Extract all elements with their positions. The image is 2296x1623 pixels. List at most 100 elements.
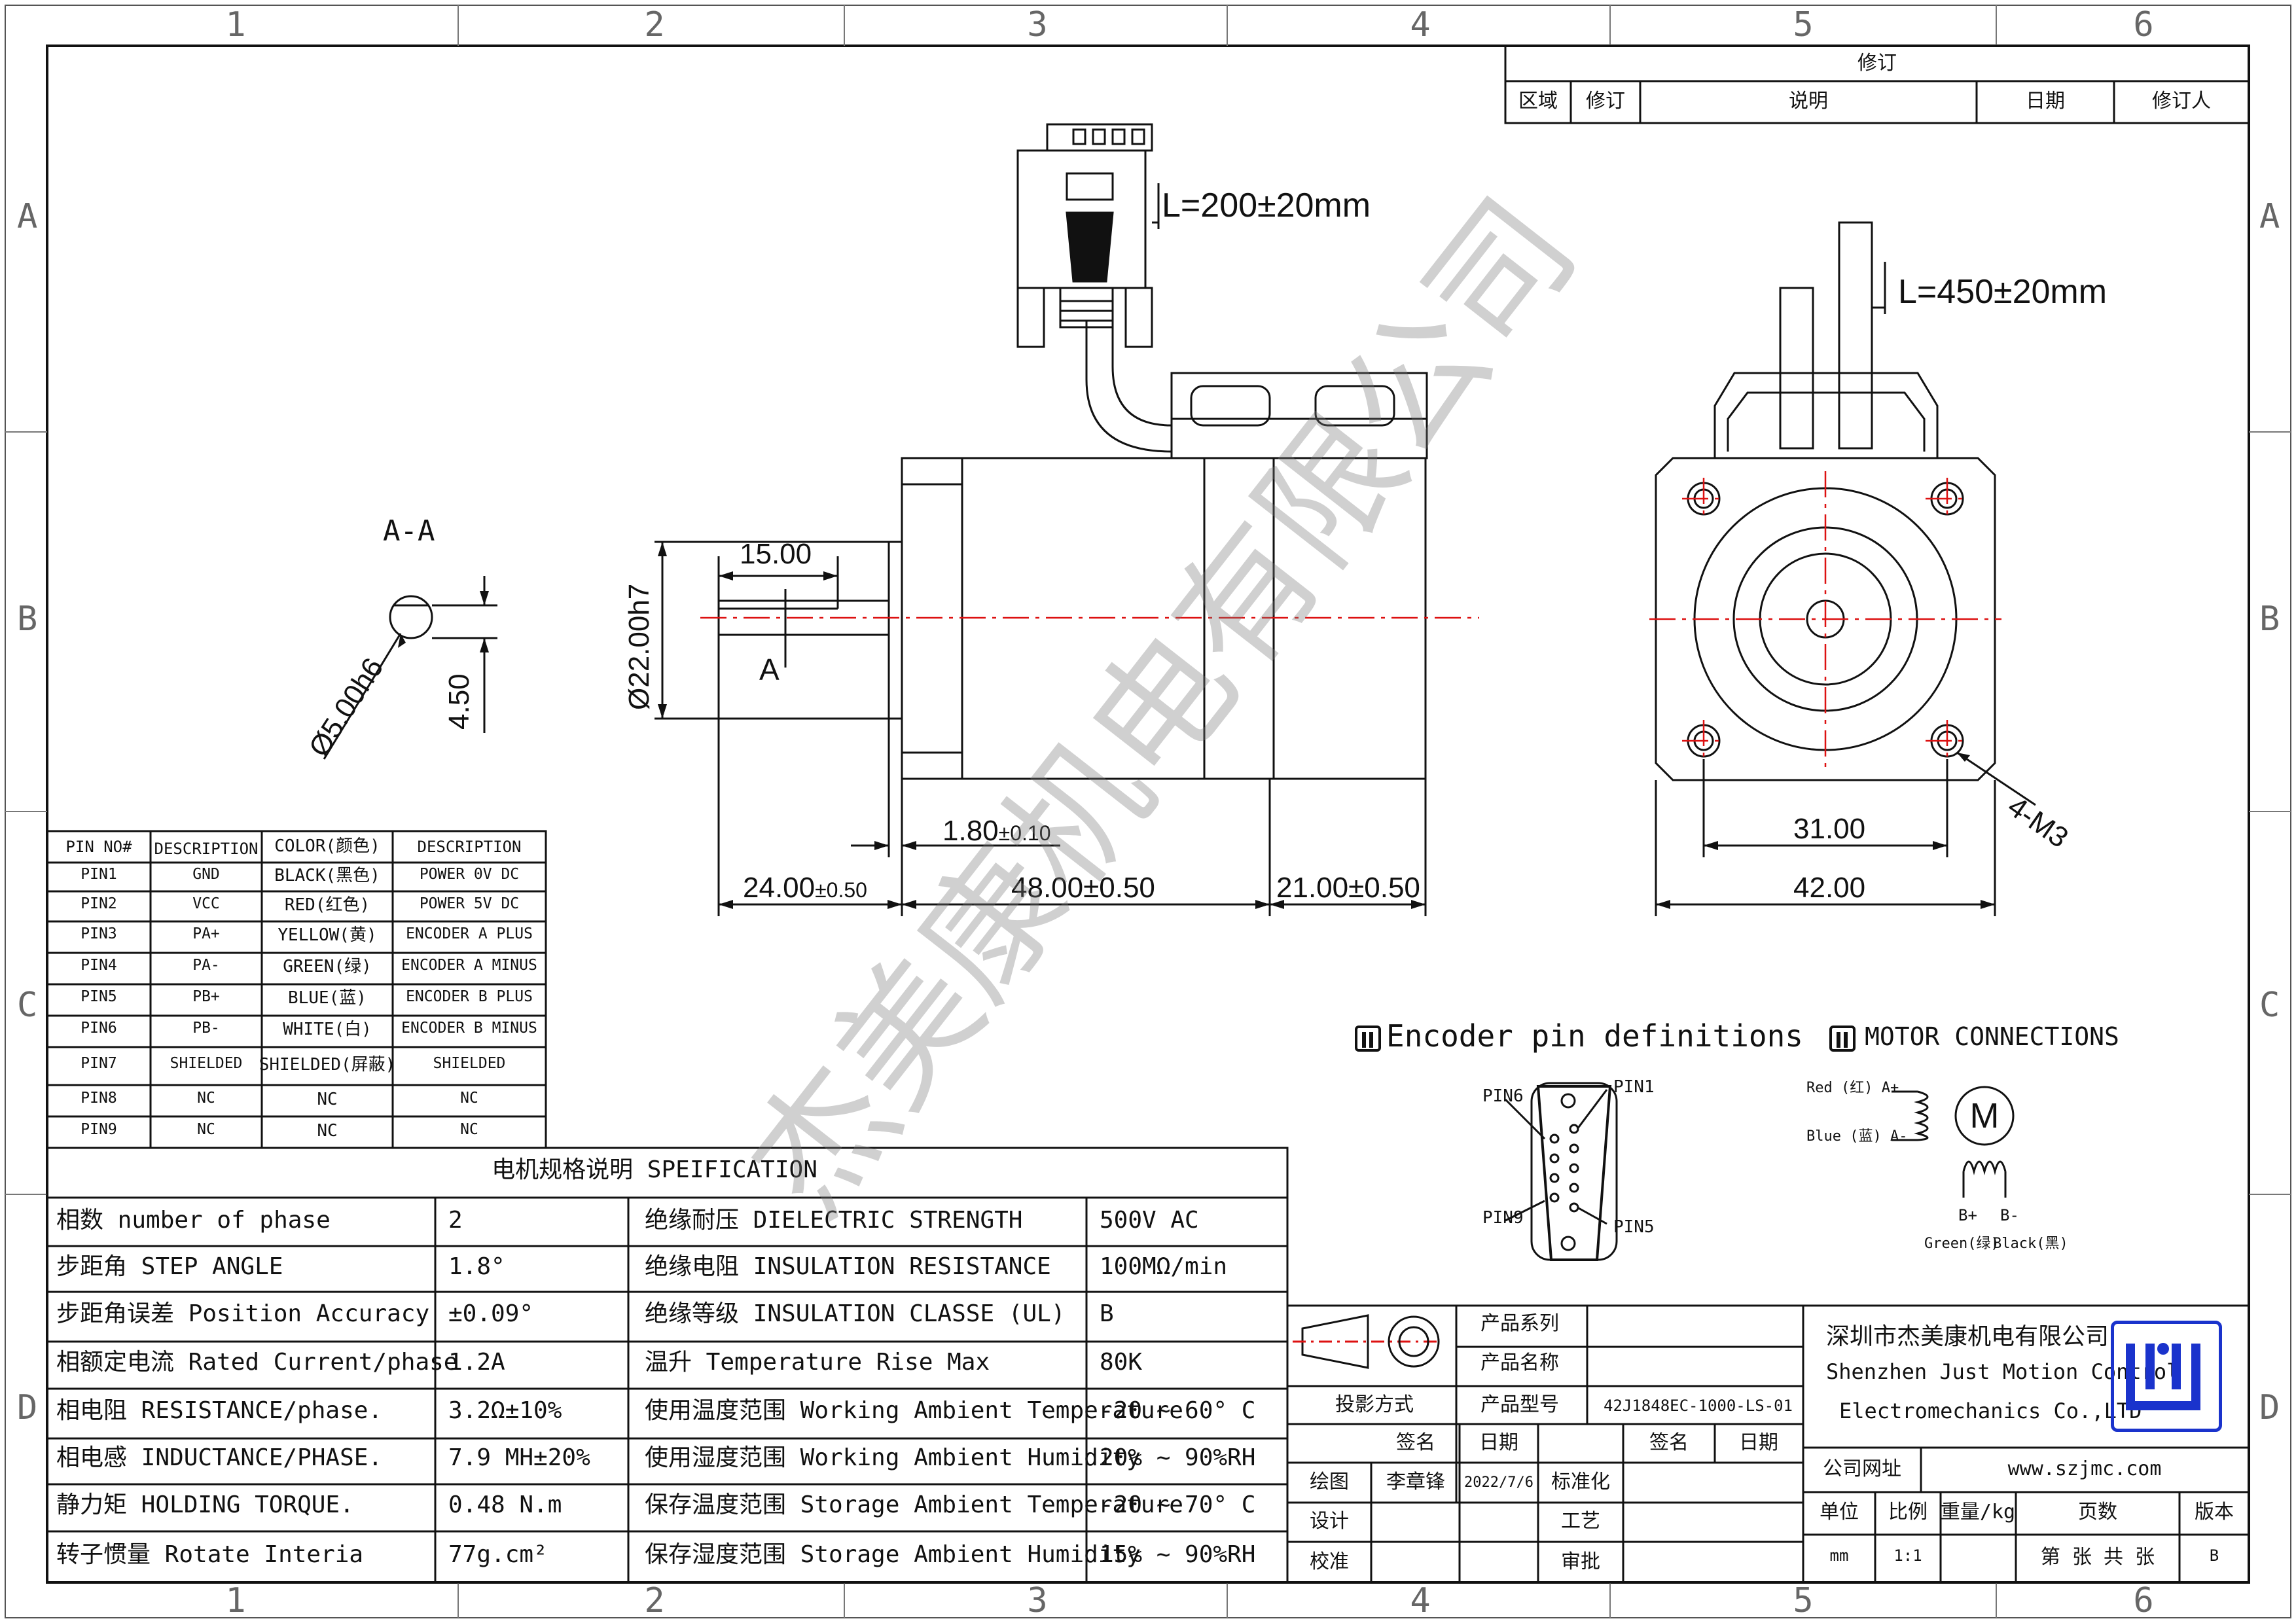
spec-table-cell: -20 ~ 70° C [1100, 1491, 1256, 1518]
spec-table-cell: B [1100, 1300, 1114, 1327]
spec-table-cell: 步距角误差 Position Accuracy [56, 1300, 430, 1327]
check-label: 校准 [1310, 1550, 1349, 1573]
jmc-mini-logo-icon [1355, 1025, 1381, 1052]
date-label-2: 日期 [1739, 1431, 1778, 1454]
process-label: 工艺 [1561, 1510, 1600, 1533]
spec-table-cell: 相电感 INDUCTANCE/PHASE. [56, 1444, 383, 1471]
revision-col-zone: 区域 [1518, 90, 1558, 113]
motor-b-plus: B+ [1958, 1206, 1977, 1224]
zone-row-d-right: D [2259, 1388, 2280, 1427]
encoder-pin-title: Encoder pin definitions [1355, 1021, 1803, 1052]
pin-table-cell: VCC [192, 895, 220, 912]
zone-col-2-bottom: 2 [644, 1581, 665, 1620]
spec-table-cell: 转子惯量 Rotate Interia [56, 1541, 364, 1568]
spec-table-cell: 100MΩ/min [1100, 1253, 1228, 1280]
draw-label: 绘图 [1310, 1471, 1349, 1493]
front-length-dim: 24.00±0.50 [743, 874, 867, 902]
pin-table-cell: POWER 0V DC [419, 866, 520, 883]
zone-row-d: D [17, 1388, 38, 1427]
zone-row-a: A [17, 197, 38, 236]
pin-table-cell: BLACK(黑色) [274, 866, 380, 885]
pin-table-cell: PIN3 [81, 925, 117, 942]
encoder-pin-title-text: Encoder pin definitions [1386, 1018, 1803, 1054]
section-marker: A [759, 652, 780, 687]
dsub-pin6-label: PIN6 [1482, 1086, 1524, 1106]
spec-table-cell: ±0.09° [448, 1300, 534, 1327]
pin-table-cell: WHITE(白) [283, 1020, 372, 1039]
zone-col-1: 1 [225, 5, 246, 45]
spec-title: 电机规格说明 SPEIFICATION [492, 1156, 817, 1183]
zone-col-4-bottom: 4 [1410, 1581, 1431, 1620]
front-length-value: 24.00 [743, 872, 816, 904]
pin-table-cell: PIN4 [81, 957, 117, 974]
pin-table-cell: PIN2 [81, 895, 117, 912]
date-label: 日期 [1479, 1431, 1518, 1454]
pin-header-no: PIN NO# [65, 838, 132, 856]
pin-table-cell: PA+ [192, 925, 220, 942]
pin-table-cell: YELLOW(黄) [278, 925, 377, 945]
flange-thickness-dim: 1.80±0.10 [942, 817, 1050, 846]
spec-table-cell: 2 [448, 1207, 463, 1234]
shaft-length-dim: 15.00 [740, 538, 812, 570]
pin-table-cell: BLUE(蓝) [288, 988, 367, 1008]
draw-date: 2022/7/6 [1464, 1474, 1534, 1491]
pin-table-cell: NC [460, 1121, 478, 1138]
spec-table-cell: 7.9 MH±20% [448, 1444, 590, 1471]
revision-col-desc: 说明 [1789, 90, 1828, 113]
flange-thickness-tol: ±0.10 [998, 821, 1051, 845]
spec-table-cell: 3.2Ω±10% [448, 1397, 562, 1424]
zone-col-6: 6 [2133, 5, 2154, 45]
motor-b-minus-color: Black(黑) [1993, 1236, 2068, 1252]
zone-col-5-bottom: 5 [1793, 1581, 1814, 1620]
motor-a-minus: Blue (蓝) A- [1806, 1128, 1908, 1145]
motor-symbol: M [1969, 1096, 2000, 1135]
company-name-en-1: Shenzhen Just Motion Control [1826, 1359, 2179, 1384]
approve-label: 审批 [1561, 1550, 1600, 1573]
front-length-tol: ±0.50 [815, 878, 867, 902]
pin-table-cell: NC [460, 1090, 478, 1107]
pin-table-cell: GND [192, 866, 220, 883]
encoder-cable-length: L=200±20mm [1162, 187, 1371, 224]
drawer-name: 李章锋 [1386, 1471, 1445, 1493]
zone-row-b-right: B [2259, 599, 2280, 639]
spec-table-cell: 0.48 N.m [448, 1491, 562, 1518]
pin-table-cell: PB+ [192, 988, 220, 1005]
pin-table-cell: PIN5 [81, 988, 117, 1005]
zone-row-a-right: A [2259, 197, 2280, 236]
pin-table-cell: PA- [192, 957, 220, 974]
motor-conn-title: MOTOR CONNECTIONS [1829, 1024, 2119, 1052]
zone-row-b: B [17, 599, 38, 639]
website-label: 公司网址 [1823, 1457, 1901, 1480]
spec-table-cell: 使用温度范围 Working Ambient Temperature [645, 1397, 1183, 1424]
revision-col-rev: 修订 [1586, 90, 1625, 113]
company-name-cn: 深圳市杰美康机电有限公司 [1826, 1323, 2109, 1350]
zone-col-6-bottom: 6 [2133, 1581, 2154, 1620]
spec-table-cell: 相额定电流 Rated Current/phase [56, 1349, 458, 1376]
spec-table-cell: 保存温度范围 Storage Ambient Temperature [645, 1491, 1183, 1518]
zone-col-5: 5 [1793, 5, 1814, 45]
spec-table-cell: 静力矩 HOLDING TORQUE. [56, 1491, 354, 1518]
pin-table-cell: SHIELDED [170, 1055, 243, 1072]
pin-table-cell: NC [197, 1090, 215, 1107]
pin-table-cell: PIN6 [81, 1020, 117, 1037]
spec-table-cell: 500V AC [1100, 1207, 1199, 1234]
spec-table-cell: 1.2A [448, 1349, 505, 1376]
version-value: B [2209, 1546, 2219, 1565]
weight-label: 重量/kg [1940, 1501, 2016, 1524]
zone-col-2: 2 [644, 5, 665, 45]
spec-table-cell: 20% ~ 90%RH [1100, 1444, 1256, 1471]
pin-table-cell: PIN8 [81, 1090, 117, 1107]
sign-label: 签名 [1396, 1431, 1435, 1454]
product-series-label: 产品系列 [1480, 1312, 1559, 1335]
spec-table-cell: 绝缘电阻 INSULATION RESISTANCE [645, 1253, 1051, 1280]
pin-table-cell: GREEN(绿) [283, 957, 372, 976]
spec-table-cell: 绝缘等级 INSULATION CLASSE (UL) [645, 1300, 1066, 1327]
frame-size-dim: 42.00 [1793, 872, 1866, 904]
pin-table-cell: SHIELDED(屏蔽) [259, 1055, 396, 1075]
scale-label: 比例 [1888, 1501, 1928, 1524]
zone-col-1-bottom: 1 [225, 1581, 246, 1620]
design-label: 设计 [1310, 1510, 1349, 1533]
spec-table-cell: 相电阻 RESISTANCE/phase. [56, 1397, 383, 1424]
motor-cable-length: L=450±20mm [1898, 273, 2108, 311]
zone-row-c-right: C [2259, 986, 2280, 1025]
